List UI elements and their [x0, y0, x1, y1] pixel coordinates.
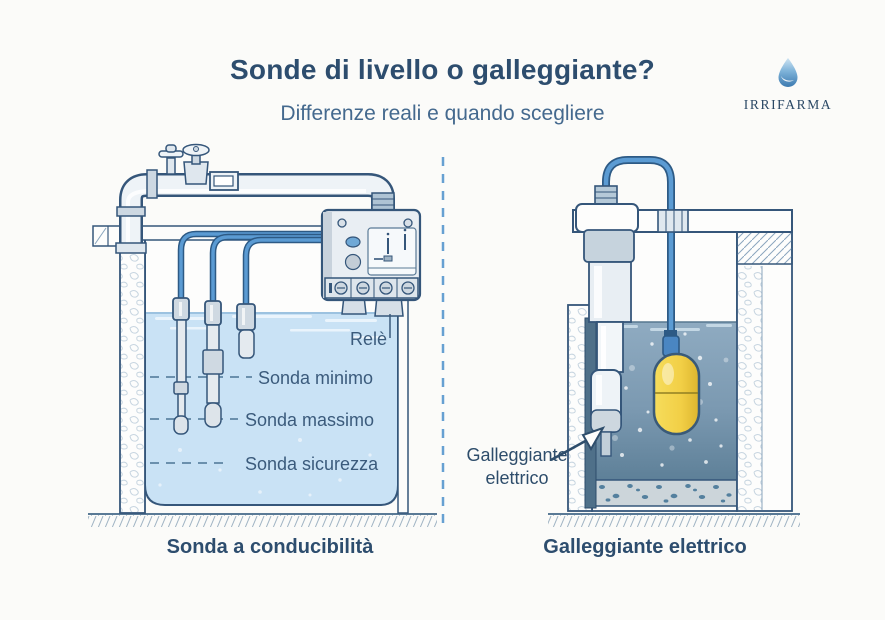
box-pipe-fitting	[371, 192, 395, 212]
caption-left: Sonda a conducibilità	[166, 536, 374, 558]
label-relay: Relè	[350, 329, 388, 349]
valve-round	[182, 143, 210, 185]
pipe-ring	[116, 206, 146, 217]
tank-left-wall	[92, 225, 146, 514]
water-drop-icon	[778, 58, 798, 87]
terminal-strip	[324, 277, 419, 299]
electric-float	[652, 330, 701, 436]
probe-massimo	[202, 300, 224, 428]
supply-pipe	[115, 143, 395, 254]
pipe-union	[209, 171, 239, 191]
probe-cables	[177, 230, 322, 308]
indicator-knob	[344, 253, 362, 271]
label-probe-min: Sonda minimo	[258, 368, 374, 388]
left-diagram-conductivity-probe	[88, 143, 437, 527]
brand-logo: IRRIFARMA	[733, 56, 843, 113]
probe-sicurezza	[236, 303, 256, 359]
pipe-coupling	[146, 169, 158, 199]
right-diagram-electric-float	[548, 156, 800, 527]
annotation-arrow	[550, 426, 606, 462]
label-probe-max: Sonda massimo	[245, 410, 375, 430]
right-tank-right-wall	[736, 231, 793, 512]
left-ground	[88, 513, 437, 527]
relay-box	[320, 208, 422, 338]
brand-name: IRRIFARMA	[743, 97, 833, 112]
wiring-panel	[367, 227, 417, 276]
page-title: Sonde di livello o galleggiante?	[230, 54, 655, 85]
float-cable	[602, 156, 675, 338]
probe-minimo	[172, 297, 190, 435]
float-annotation: Galleggiante elettrico	[447, 444, 587, 490]
label-probe-safety: Sonda sicurezza	[245, 454, 379, 474]
float-annotation-line2: elettrico	[485, 468, 549, 488]
float-annotation-line1: Galleggiante	[466, 445, 568, 465]
gravel-bed	[591, 479, 738, 507]
float-switch-body	[590, 369, 622, 433]
water-specks-left	[158, 438, 372, 497]
caption-right: Galleggiante elettrico	[543, 536, 747, 558]
indicator-led	[345, 236, 361, 248]
probe-unit	[575, 185, 639, 457]
pipe-flange	[115, 242, 147, 254]
page-subtitle: Differenze reali e quando scegliere	[280, 102, 605, 125]
level-lines	[150, 376, 252, 464]
right-ground	[548, 513, 800, 527]
lid-clamp	[657, 209, 689, 233]
valve-small	[158, 144, 184, 175]
